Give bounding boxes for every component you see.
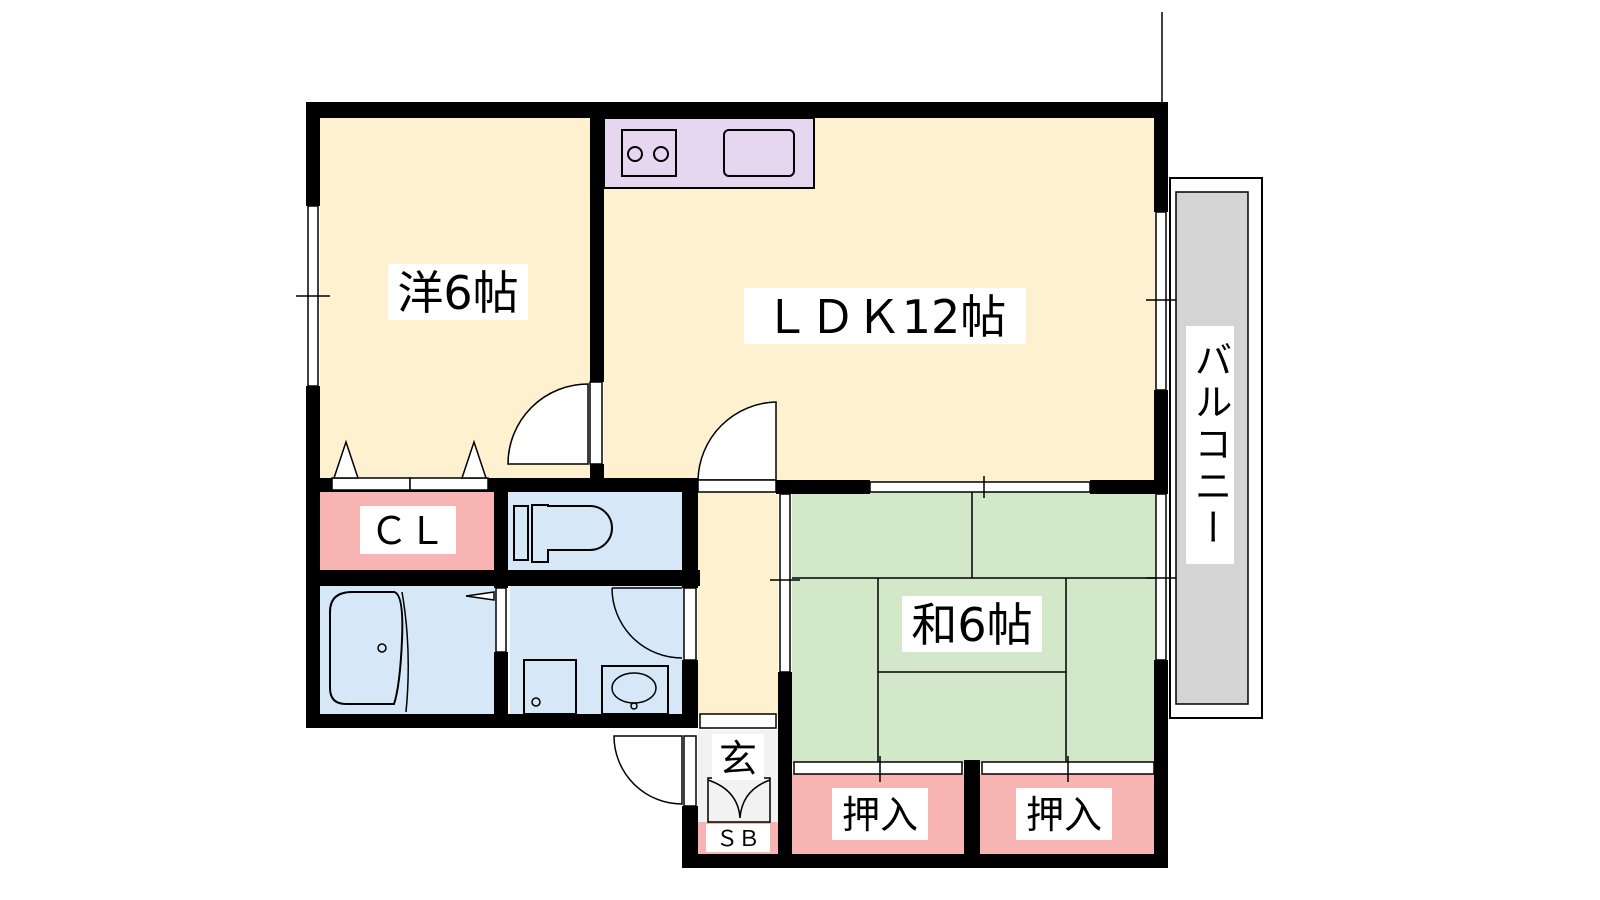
stove-icon <box>621 129 677 177</box>
label-oshiire-right: 押入 <box>1016 788 1112 840</box>
shoe-box-label: ＳＢ <box>716 827 760 852</box>
oshiire-doors <box>793 756 1155 782</box>
burner-right-icon <box>653 146 669 162</box>
label-closet: ＣＬ <box>360 506 456 554</box>
closet-label: ＣＬ <box>370 509 446 553</box>
tatami-lines <box>792 492 1156 764</box>
label-ldk: ＬＤＫ12帖 <box>744 288 1026 344</box>
label-oshiire-left: 押入 <box>832 788 928 840</box>
label-western-room: 洋6帖 <box>388 264 528 320</box>
label-entrance: 玄 <box>712 734 764 781</box>
toilet-tank-icon <box>513 505 529 561</box>
balcony-label: バルコニー <box>1188 340 1232 550</box>
corridor-floor <box>698 492 778 717</box>
washing-machine-drain-icon <box>531 697 541 707</box>
bathtub-outer-line <box>401 591 409 713</box>
oshiire-right-label: 押入 <box>1026 793 1102 837</box>
toilet-floor <box>508 492 684 570</box>
ldk-label: ＬＤＫ12帖 <box>764 290 1007 344</box>
kitchen-counter <box>603 117 815 189</box>
label-balcony: バルコニー <box>1186 326 1234 564</box>
walls <box>306 102 1168 868</box>
closet-doors <box>331 439 489 491</box>
toilet-icon <box>531 504 613 563</box>
washroom-floor <box>510 586 684 714</box>
label-japanese-room: 和6帖 <box>902 596 1042 652</box>
bathtub-drain-icon <box>377 643 387 653</box>
japanese-room-label: 和6帖 <box>911 598 1032 652</box>
western-room-label: 洋6帖 <box>397 266 518 320</box>
bathtub-icon <box>329 591 404 705</box>
oshiire-left-label: 押入 <box>842 793 918 837</box>
label-shoe-box: ＳＢ <box>706 824 770 852</box>
kitchen-sink-icon <box>723 129 795 177</box>
burner-left-icon <box>627 146 643 162</box>
wash-basin-tap-icon <box>630 702 638 710</box>
entrance-label: 玄 <box>719 737 757 781</box>
windows <box>296 205 1176 729</box>
doors <box>465 381 777 823</box>
